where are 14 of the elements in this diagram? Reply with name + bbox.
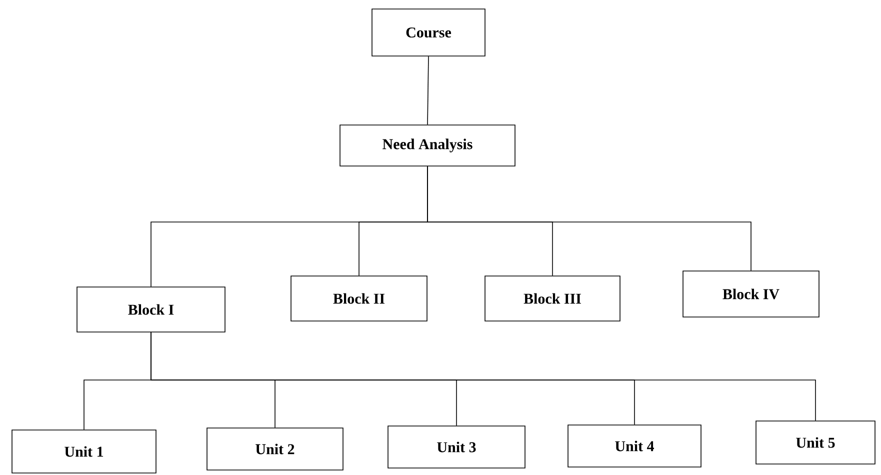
process-box: Unit 2	[206, 428, 344, 470]
process-box: Need Analysis	[340, 124, 516, 166]
connector-line	[427, 56, 429, 125]
process-box: Block II	[290, 276, 428, 322]
process-box: Course	[372, 8, 486, 56]
process-box: Block I	[76, 286, 226, 332]
process-box: Unit 5	[756, 420, 876, 464]
process-box: Block III	[484, 276, 620, 322]
process-box: Unit 4	[568, 424, 702, 468]
process-box: Unit 3	[388, 426, 526, 468]
process-box: Unit 1	[12, 430, 156, 474]
process-box: Block IV	[682, 270, 820, 318]
connector-line	[150, 332, 816, 421]
connector-line	[427, 166, 752, 271]
